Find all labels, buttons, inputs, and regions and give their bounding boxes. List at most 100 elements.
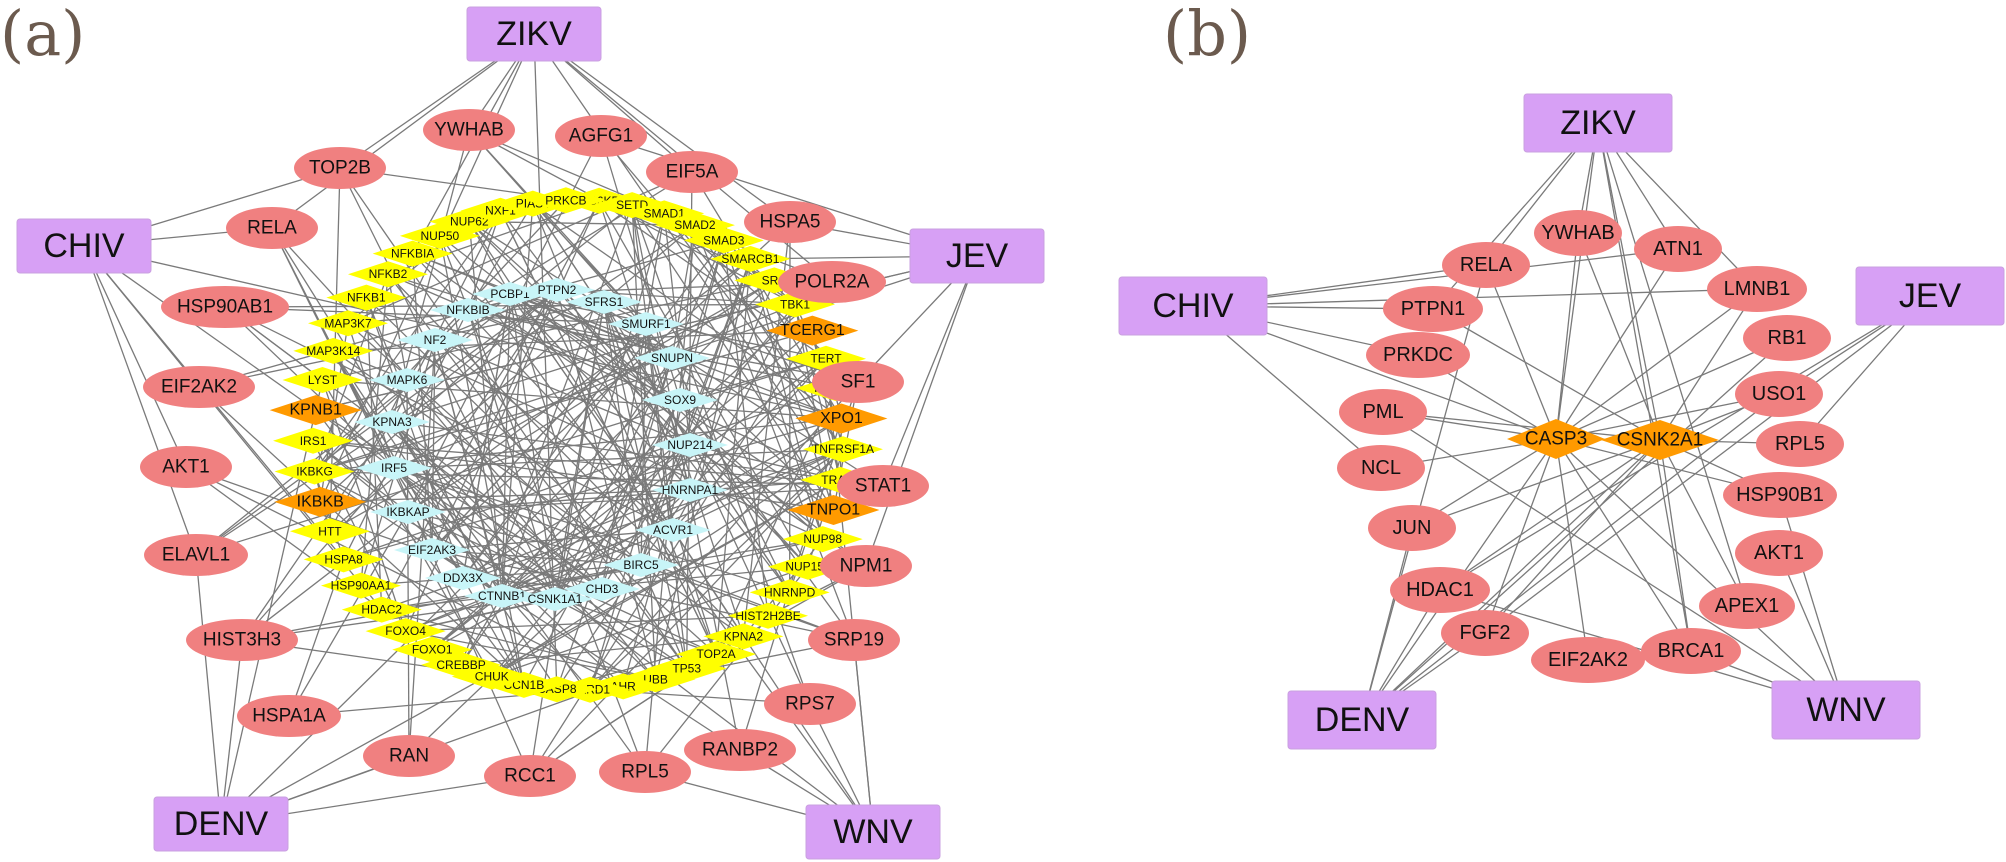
node-b-fgf2	[1441, 610, 1529, 656]
label-nup214: NUP214	[667, 438, 713, 452]
network-edge	[467, 309, 556, 600]
label-ikbkb: IKBKB	[297, 493, 344, 510]
node-elavl1	[144, 534, 248, 576]
network-edge	[672, 448, 844, 531]
node-b-prkdc	[1366, 332, 1470, 378]
node-b-hdac1	[1390, 567, 1490, 613]
label-tnpo1: TNPO1	[807, 501, 860, 518]
label-map3k14: MAP3K14	[306, 344, 360, 358]
label-b-ywhab: YWHAB	[1541, 222, 1614, 244]
network-edge	[1361, 393, 1780, 721]
label-hnrnpd: HNRNPD	[764, 585, 816, 599]
network-edge	[1597, 122, 1692, 652]
label-sox9: SOX9	[664, 393, 696, 407]
network-edge	[391, 421, 657, 680]
label-hspa5: HSPA5	[760, 212, 821, 233]
label-kpna2: KPNA2	[724, 629, 764, 643]
label-rela: RELA	[247, 218, 297, 239]
label-acvr1: ACVR1	[653, 523, 693, 537]
network-edge	[1361, 337, 1788, 721]
node-rps7	[764, 683, 856, 725]
label-elavl1: ELAVL1	[162, 545, 230, 566]
network-edge	[1484, 439, 1661, 634]
node-htt	[289, 518, 370, 545]
virus-b-wnv	[1771, 680, 1921, 740]
network-edge	[381, 200, 600, 610]
label-rps7: RPS7	[785, 694, 835, 715]
network-edge	[1484, 295, 1931, 634]
network-edge	[434, 339, 674, 531]
network-edge	[1382, 411, 1847, 711]
network-edge	[554, 598, 688, 670]
label-b-virus-wnv: WNV	[1806, 691, 1886, 729]
label-htt: HTT	[318, 524, 342, 538]
network-edge	[603, 301, 691, 491]
network-edge	[533, 33, 791, 223]
label-birc5: BIRC5	[623, 558, 659, 572]
node-hnrnpa1	[652, 478, 728, 502]
label-b-jun: JUN	[1393, 517, 1432, 539]
label-sfrs1: SFRS1	[585, 295, 624, 309]
node-kpna3	[354, 410, 430, 434]
network-edge	[220, 379, 324, 825]
label-smad1: SMAD1	[644, 206, 686, 220]
node-b-uso1	[1735, 371, 1823, 417]
node-tnfrsf1a	[802, 436, 883, 463]
label-ran: RAN	[389, 746, 429, 767]
node-chd3	[564, 577, 640, 601]
label-rpl5: RPL5	[621, 762, 669, 783]
node-ikbkg	[274, 458, 355, 485]
network-edge	[314, 470, 741, 751]
node-npm1	[820, 545, 912, 587]
network-edge	[241, 511, 409, 641]
node-hspa5	[744, 201, 836, 243]
network-edge	[393, 467, 464, 579]
network-edge	[360, 274, 389, 586]
label-hspa1a: HSPA1A	[252, 706, 326, 727]
virus-denv	[153, 796, 289, 852]
label-xpo1: XPO1	[820, 410, 863, 427]
label-nup62: NUP62	[450, 215, 489, 229]
network-edge	[381, 538, 823, 611]
network-edge	[1192, 248, 1679, 307]
node-acvr1	[635, 518, 711, 542]
node-ran	[363, 735, 455, 777]
network-edge	[689, 444, 841, 481]
label-pcbp1: PCBP1	[490, 287, 530, 301]
network-edge	[83, 245, 187, 468]
network-edge	[408, 358, 827, 757]
network-edge	[83, 245, 842, 420]
label-smurf1: SMURF1	[621, 317, 671, 331]
network-edge	[220, 479, 841, 825]
network-edge	[431, 323, 647, 551]
node-snupn	[634, 346, 710, 370]
node-smarcb1	[710, 245, 791, 272]
label-virus-chiv: CHIV	[43, 227, 125, 265]
node-sfrs1	[566, 290, 642, 314]
label-nup153: NUP153	[785, 560, 831, 574]
network-edge	[1484, 438, 1557, 634]
node-xpo1	[795, 403, 888, 434]
label-ddx3x: DDX3X	[443, 571, 483, 585]
network-edge	[195, 554, 222, 825]
label-nfkb2: NFKB2	[369, 267, 408, 281]
label-sf1: SF1	[841, 372, 876, 393]
network-edge	[319, 33, 535, 503]
label-tbk1: TBK1	[780, 297, 810, 311]
network-edge	[460, 595, 503, 666]
label-nup98: NUP98	[803, 532, 842, 546]
network-edge	[391, 421, 841, 481]
node-ikbkb	[274, 486, 367, 517]
node-nfkb1	[326, 284, 407, 311]
label-tp53: TP53	[672, 661, 701, 675]
network-edge	[322, 279, 775, 381]
network-edge	[1555, 438, 1847, 711]
network-edge	[645, 213, 665, 325]
node-b-rb1	[1743, 315, 1831, 361]
label-ptpn2: PTPN2	[538, 283, 577, 297]
label-smad3: SMAD3	[703, 233, 745, 247]
label-smarcb1: SMARCB1	[721, 252, 779, 266]
network-edge	[467, 210, 502, 311]
virus-zikv	[466, 6, 602, 62]
node-nfkbia	[372, 240, 453, 267]
